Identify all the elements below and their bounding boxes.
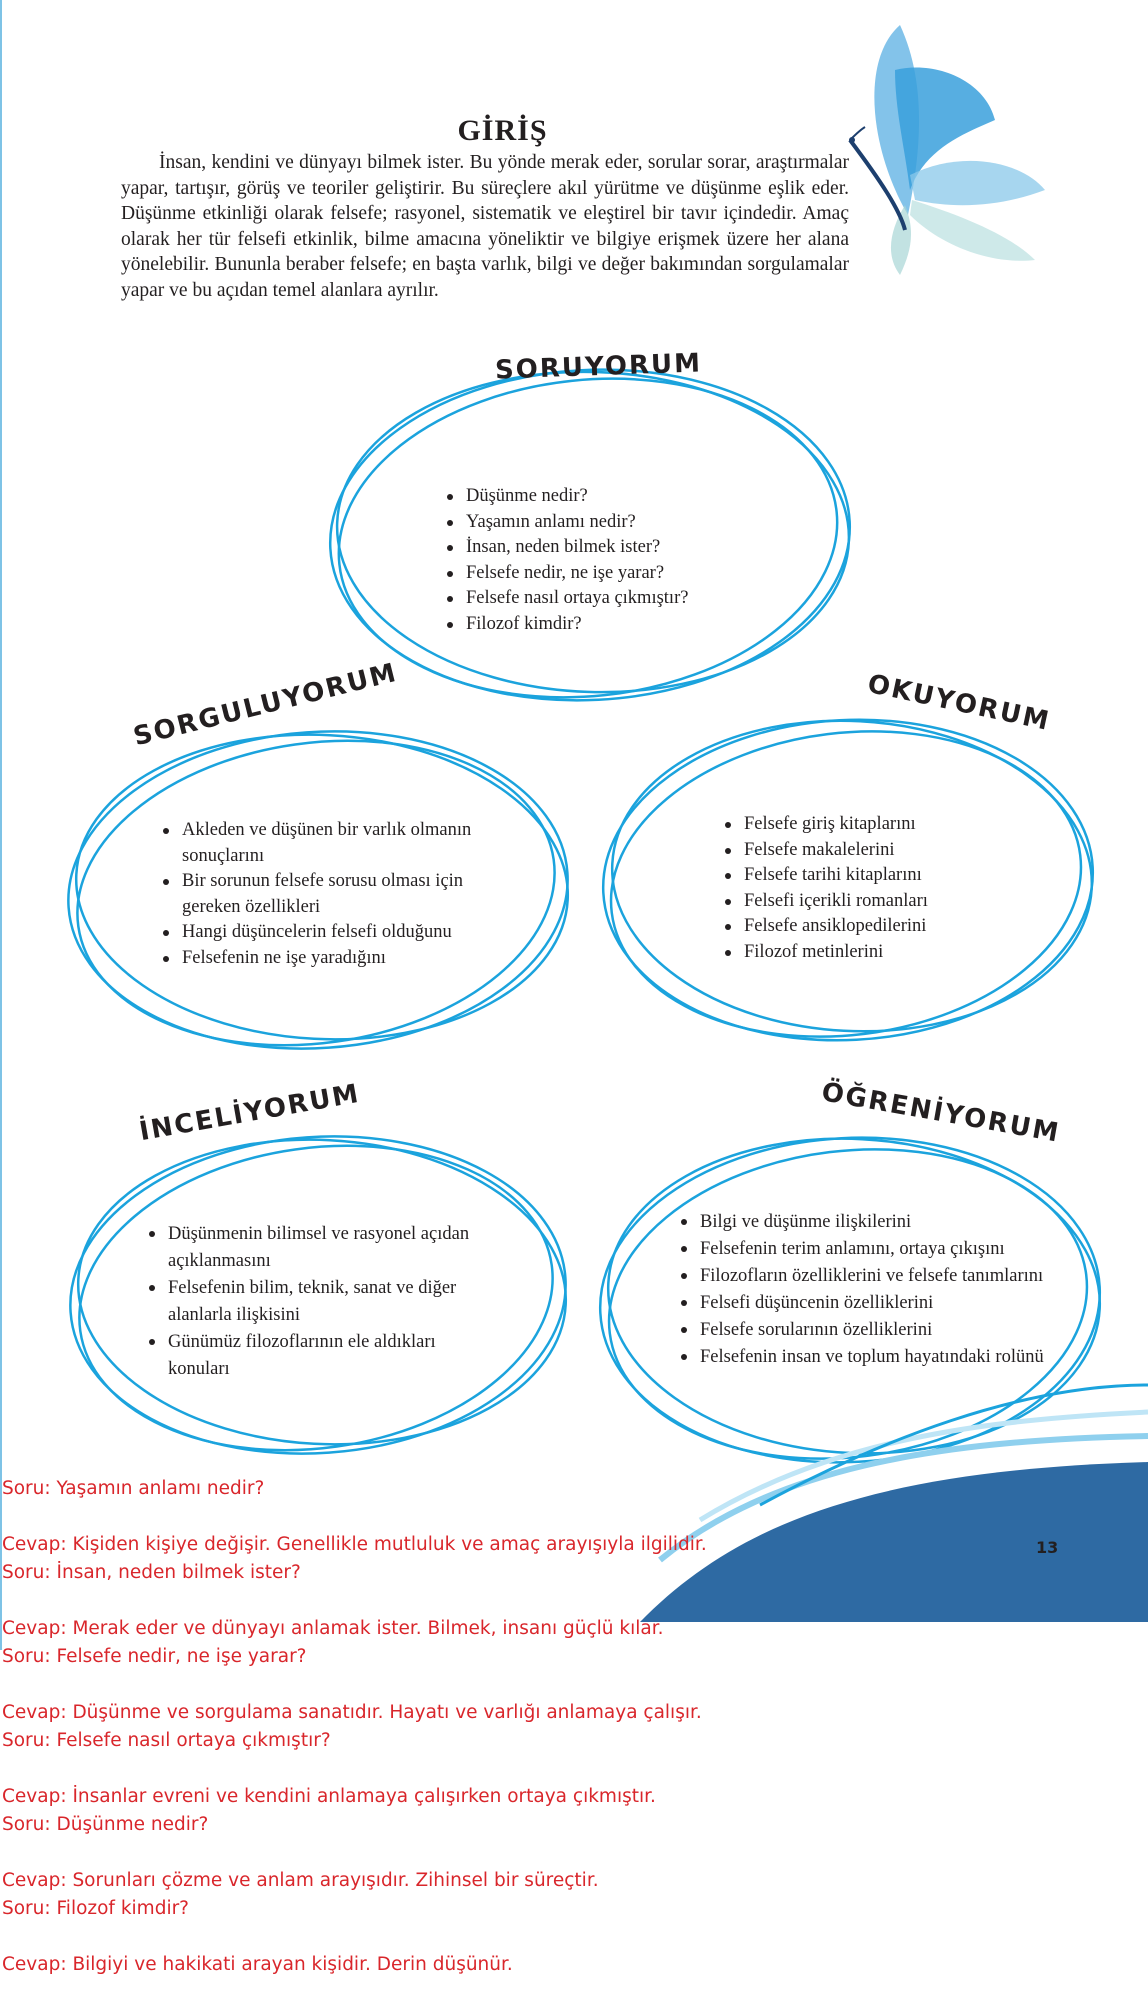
list-item: Felsefe ansiklopedilerini	[722, 914, 1022, 940]
qa-pair: Soru: İnsan, neden bilmek ister? Cevap: …	[2, 1559, 1142, 1643]
qa-pair: Soru: Felsefe nasıl ortaya çıkmıştır? Ce…	[2, 1727, 1142, 1811]
circle-inceliyorum	[69, 1135, 568, 1455]
answer-text: Cevap: Kişiden kişiye değişir. Genellikl…	[2, 1534, 707, 1555]
list-item: Bir sorunun felsefe sorusu olması için g…	[160, 869, 500, 920]
page-edge-line	[0, 0, 2, 1650]
page-title: GİRİŞ	[457, 114, 548, 147]
list-item: Akleden ve düşünen bir varlık olmanın so…	[160, 818, 500, 869]
list-soruyorum: Düşünme nedir? Yaşamın anlamı nedir? İns…	[444, 484, 744, 637]
intro-text: İnsan, kendini ve dünyayı bilmek ister. …	[121, 152, 849, 301]
list-item: Felsefenin terim anlamını, ortaya çıkışı…	[678, 1236, 1068, 1263]
question-text: Soru: Yaşamın anlamı nedir?	[2, 1478, 265, 1499]
question-text: Soru: Düşünme nedir?	[2, 1814, 209, 1835]
list-item: Filozof metinlerini	[722, 940, 1022, 966]
circle-sorguluyorum	[67, 730, 570, 1050]
question-text: Soru: Felsefe nedir, ne işe yarar?	[2, 1646, 307, 1667]
list-item: Düşünmenin bilimsel ve rasyonel açıdan a…	[146, 1221, 496, 1275]
list-item: İnsan, neden bilmek ister?	[444, 535, 744, 561]
qa-pair: Soru: Felsefe nedir, ne işe yarar? Cevap…	[2, 1643, 1142, 1727]
corner-wave	[640, 1383, 1148, 1622]
list-item: Felsefe sorularının özelliklerini	[678, 1317, 1068, 1344]
list-item: Günümüz filozoflarının ele aldıkları kon…	[146, 1329, 496, 1383]
list-item: Felsefenin ne işe yaradığını	[160, 946, 500, 972]
list-item: Yaşamın anlamı nedir?	[444, 510, 744, 536]
qa-pair: Soru: Filozof kimdir? Cevap: Bilgiyi ve …	[2, 1895, 1142, 1979]
list-item: Felsefe tarihi kitaplarını	[722, 863, 1022, 889]
circle-ogreniyorum	[598, 1136, 1102, 1464]
qa-pair: Soru: Düşünme nedir? Cevap: Sorunları çö…	[2, 1811, 1142, 1895]
circle-soruyorum	[328, 368, 852, 702]
circle-okuyorum	[601, 718, 1095, 1042]
list-item: Felsefe nedir, ne işe yarar?	[444, 561, 744, 587]
list-ogreniyorum: Bilgi ve düşünme ilişkilerini Felsefenin…	[678, 1209, 1068, 1371]
list-inceliyorum: Düşünmenin bilimsel ve rasyonel açıdan a…	[146, 1221, 496, 1383]
page-number: 13	[1036, 1538, 1059, 1557]
qa-pair: Soru: Yaşamın anlamı nedir? Cevap: Kişid…	[2, 1475, 1142, 1559]
list-item: Felsefenin insan ve toplum hayatındaki r…	[678, 1344, 1068, 1371]
list-item: Hangi düşüncelerin felsefi olduğunu	[160, 920, 500, 946]
list-item: Filozof kimdir?	[444, 612, 744, 638]
answer-text: Cevap: İnsanlar evreni ve kendini anlama…	[2, 1786, 656, 1807]
list-item: Filozofların özelliklerini ve felsefe ta…	[678, 1263, 1068, 1290]
list-item: Felsefi düşüncenin özelliklerini	[678, 1290, 1068, 1317]
list-item: Bilgi ve düşünme ilişkilerini	[678, 1209, 1068, 1236]
list-item: Felsefenin bilim, teknik, sanat ve diğer…	[146, 1275, 496, 1329]
question-text: Soru: İnsan, neden bilmek ister?	[2, 1562, 301, 1583]
answer-text: Cevap: Bilgiyi ve hakikati arayan kişidi…	[2, 1954, 513, 1975]
list-item: Felsefe makalelerini	[722, 838, 1022, 864]
list-item: Felsefe nasıl ortaya çıkmıştır?	[444, 586, 744, 612]
list-item: Düşünme nedir?	[444, 484, 744, 510]
qa-section: Soru: Yaşamın anlamı nedir? Cevap: Kişid…	[2, 1475, 1142, 1979]
list-okuyorum: Felsefe giriş kitaplarını Felsefe makale…	[722, 812, 1022, 965]
list-item: Felsefi içerikli romanları	[722, 889, 1022, 915]
answer-text: Cevap: Düşünme ve sorgulama sanatıdır. H…	[2, 1702, 702, 1723]
list-sorguluyorum: Akleden ve düşünen bir varlık olmanın so…	[160, 818, 500, 971]
answer-text: Cevap: Merak eder ve dünyayı anlamak ist…	[2, 1618, 664, 1639]
list-item: Felsefe giriş kitaplarını	[722, 812, 1022, 838]
intro-paragraph: İnsan, kendini ve dünyayı bilmek ister. …	[121, 150, 849, 303]
answer-text: Cevap: Sorunları çözme ve anlam arayışıd…	[2, 1870, 599, 1891]
butterfly-icon	[848, 25, 1045, 275]
question-text: Soru: Felsefe nasıl ortaya çıkmıştır?	[2, 1730, 331, 1751]
question-text: Soru: Filozof kimdir?	[2, 1898, 190, 1919]
